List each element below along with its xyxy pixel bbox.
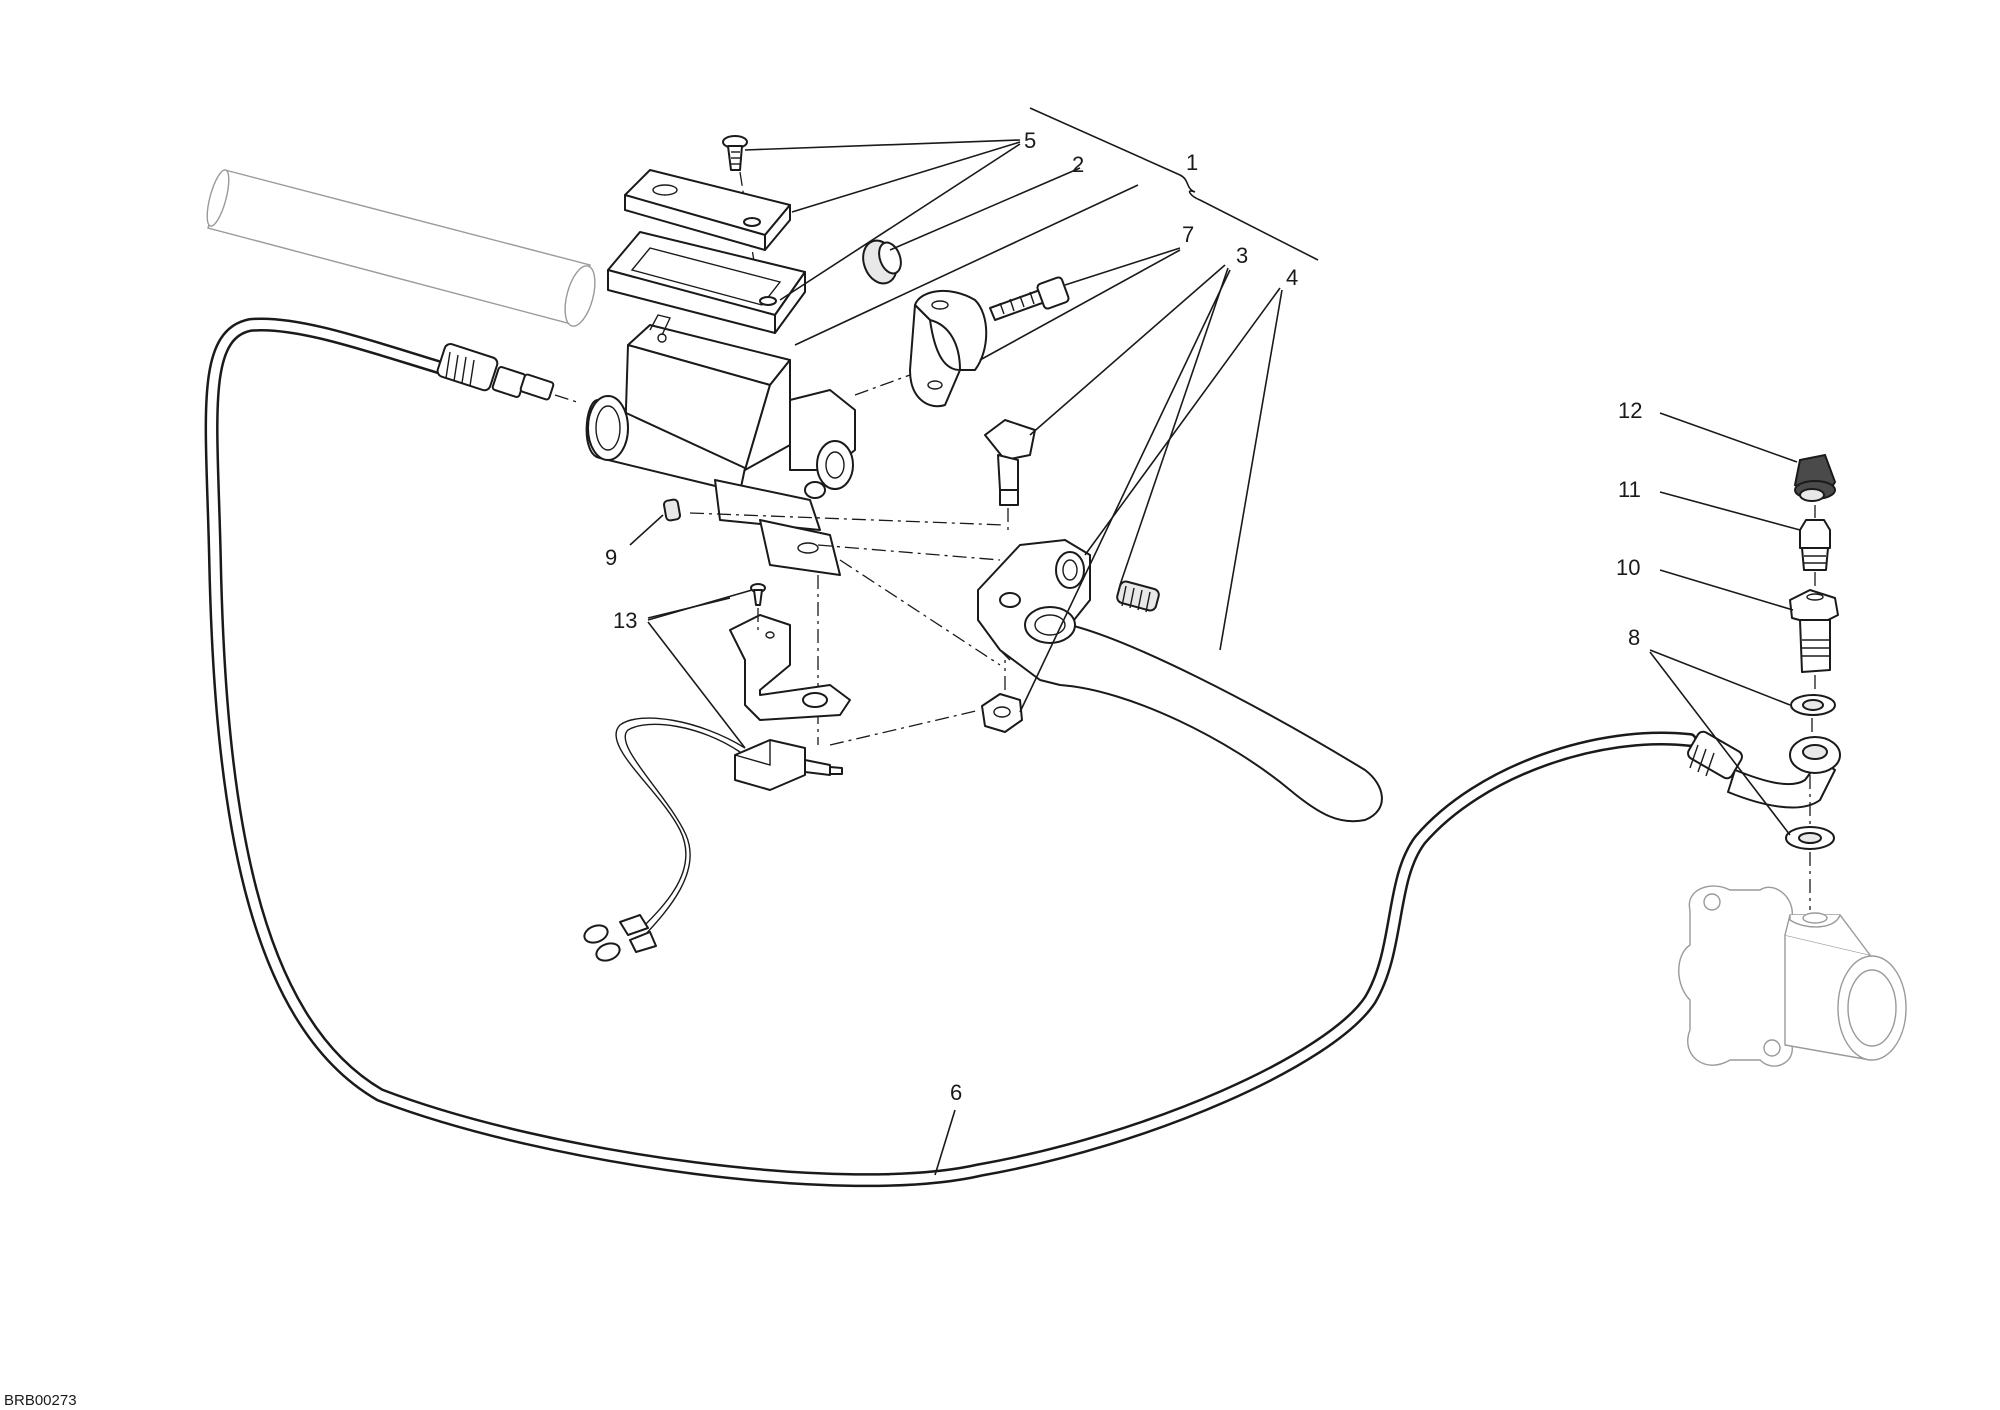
callout-13: 13 — [613, 608, 637, 633]
sealing-washer-upper — [1790, 694, 1836, 716]
lever-adjuster — [1116, 580, 1160, 613]
callout-2: 2 — [1072, 152, 1084, 177]
sealing-washer-lower — [1785, 826, 1835, 850]
handlebar-clamp — [909, 289, 988, 408]
pushrod-pin — [663, 498, 681, 522]
drawing-code: BRB00273 — [4, 1392, 77, 1409]
switch-bracket — [729, 614, 851, 721]
callout-9: 9 — [605, 545, 617, 570]
banjo-bolt — [1789, 589, 1839, 673]
clamp-screw — [989, 276, 1070, 321]
reservoir-diaphragm — [607, 231, 806, 334]
callout-10: 10 — [1616, 555, 1640, 580]
clutch-switch — [734, 739, 843, 791]
callout-5: 5 — [1024, 128, 1036, 153]
callout-3: 3 — [1236, 243, 1248, 268]
hose-end-fitting-upper — [436, 343, 581, 404]
reservoir-cap — [624, 169, 791, 251]
callout-6: 6 — [950, 1080, 962, 1105]
master-cylinder-body — [585, 314, 856, 576]
reservoir-cap-screw — [722, 135, 748, 171]
callout-11: 11 — [1618, 477, 1641, 502]
banjo-union — [1789, 736, 1841, 774]
switch-wire-a — [615, 717, 746, 931]
callout-12: 12 — [1618, 398, 1642, 423]
bleed-valve — [1799, 519, 1831, 571]
grommet — [862, 239, 902, 285]
bracket-screw — [750, 583, 766, 606]
handlebar — [206, 169, 596, 327]
hose-end-fitting-lower — [1687, 730, 1836, 809]
callout-4: 4 — [1286, 265, 1298, 290]
callout-labels: 1 2 3 4 5 6 7 8 9 10 11 12 13 — [605, 128, 1642, 1105]
callout-1: 1 — [1186, 150, 1198, 175]
leader-lines — [629, 107, 1801, 1176]
pivot-nut — [981, 693, 1023, 733]
lever-pivot-bolt — [984, 419, 1036, 506]
switch-wire-b — [624, 723, 741, 936]
clutch-slave-cylinder — [1678, 885, 1907, 1067]
bleed-cap — [1793, 453, 1837, 502]
callout-7: 7 — [1182, 222, 1194, 247]
wire-terminals — [583, 914, 657, 962]
clutch-lever — [977, 539, 1383, 823]
clutch-hose — [204, 317, 1697, 1188]
callout-8: 8 — [1628, 625, 1640, 650]
